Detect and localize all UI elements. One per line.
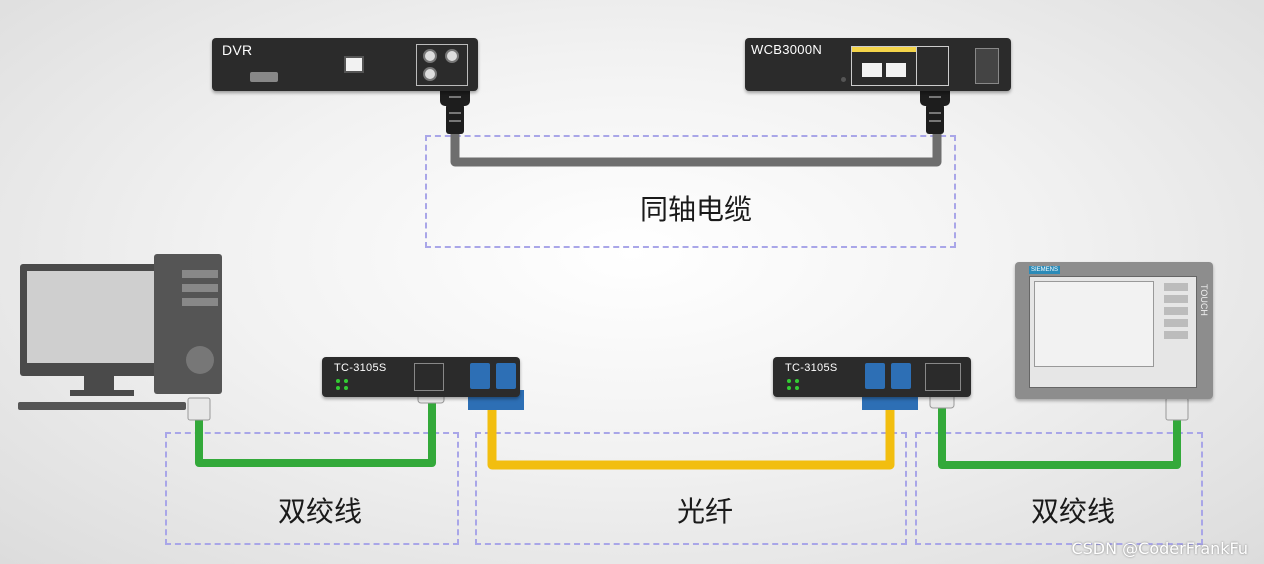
sc-fiber-port-icon [891,363,911,389]
monitor-stand [84,376,114,392]
sc-fiber-port-icon [496,363,516,389]
rj45-port-icon [925,363,961,391]
bnc-port-icon [423,67,437,81]
bnc-port-icon [423,49,437,63]
twisted-cable-right [938,400,1181,469]
wcb-label: WCB3000N [751,42,823,57]
twisted-pair-left-label: 双绞线 [277,495,362,528]
monitor-base [70,390,134,396]
vga-port-icon [250,72,278,82]
twisted-right-group-box [915,432,1203,545]
power-port-icon [975,48,999,84]
sc-fiber-port-icon [470,363,490,389]
power-led-icon [841,77,846,82]
tc-left-label: TC-3105S [334,362,387,374]
status-led-icons [336,379,356,391]
coax-group-box [425,135,956,248]
hmi-side-label: TOUCH [1199,284,1209,316]
tc-3105s-right: TC-3105S [773,357,971,397]
watermark: CSDN @CoderFrankFu [1071,539,1248,558]
rj45-port-icon [344,56,364,73]
tc-3105s-left: TC-3105S [322,357,520,397]
fiber-group-box [475,432,907,545]
monitor-screen [27,271,177,363]
dvr-device: DVR [212,38,478,91]
dvr-label: DVR [222,42,253,58]
coax-cable [450,130,942,167]
rj45-port-icon [414,363,444,391]
coax-port-panel [917,46,949,86]
twisted-left-group-box [165,432,459,545]
desktop-pc [18,252,223,412]
hmi-brand-label: SIEMENS [1029,266,1061,274]
sc-fiber-port-icon [865,363,885,389]
bnc-port-panel [416,44,468,86]
rj45-plug-pc [187,397,211,421]
fiber-optic-label: 光纤 [676,495,733,528]
siemens-hmi-panel: SIEMENS TOUCH [1015,262,1213,399]
wcb-device: WCB3000N [745,38,1011,91]
coax-cable-label: 同轴电缆 [639,193,752,226]
rj45-plug-hmi [1165,397,1189,421]
hmi-screen [1029,276,1197,388]
monitor [20,264,184,376]
status-led-icons [787,379,807,391]
fiber-cable [487,408,895,470]
twisted-cable-left [195,400,436,467]
pc-tower [154,254,222,394]
twisted-pair-right-label: 双绞线 [1030,495,1115,528]
bnc-port-icon [445,49,459,63]
tc-right-label: TC-3105S [785,362,838,374]
rj45-dual-port-icon [851,46,917,86]
keyboard [18,402,186,410]
